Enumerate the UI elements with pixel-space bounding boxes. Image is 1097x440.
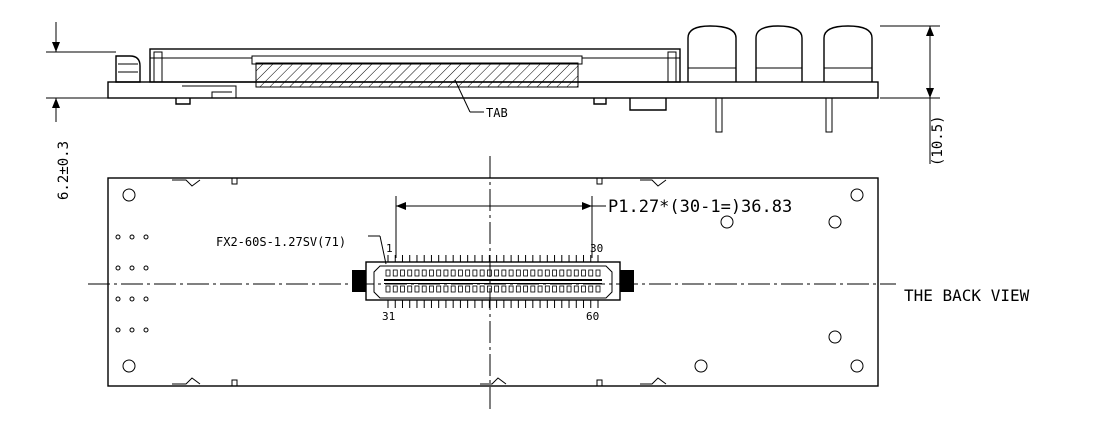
total-height-label: (10.5) xyxy=(930,115,946,166)
pin-pad-top xyxy=(508,269,514,277)
pin-pad-bottom xyxy=(494,285,500,293)
pin-pad-bottom xyxy=(400,285,405,293)
pin-pad-bottom xyxy=(573,285,579,293)
capacitor-1 xyxy=(687,25,737,82)
pin-pad-bottom xyxy=(392,285,398,293)
pin-pad-top xyxy=(501,269,507,277)
board-feet xyxy=(175,85,667,111)
pin-pad-bottom xyxy=(508,285,514,293)
pin-pad-bottom xyxy=(566,285,572,293)
pin-pad-bottom xyxy=(559,285,565,293)
pin-pad-top xyxy=(537,269,543,277)
tab-leader: TAB xyxy=(454,79,508,120)
pitch-dimension: P1.27*(30-1=)36.83 xyxy=(395,196,792,258)
pin-pad-top xyxy=(472,269,478,277)
pin-pad-top xyxy=(414,269,420,277)
contact-rail xyxy=(384,283,602,284)
pin-pad-bottom xyxy=(515,285,521,293)
pin-pad-top xyxy=(429,269,434,277)
pin-pad-top xyxy=(407,269,413,277)
pin-pad-top xyxy=(450,269,456,277)
pin-pad-bottom xyxy=(385,285,391,293)
part-number-label: FX2-60S-1.27SV(71) xyxy=(216,235,346,249)
pin-pad-bottom xyxy=(436,285,442,293)
pin-pad-top xyxy=(421,269,427,277)
pin-pad-top xyxy=(523,269,528,277)
pin-pad-top xyxy=(595,269,601,277)
pin-pad-top xyxy=(559,269,565,277)
pin-pad-top xyxy=(436,269,442,277)
pin-pad-bottom xyxy=(450,285,456,293)
pin-pad-top xyxy=(479,269,485,277)
edge-clips-bottom xyxy=(172,377,667,387)
pin-pad-top xyxy=(588,269,594,277)
pin-pad-top xyxy=(443,269,449,277)
contact-rail xyxy=(384,279,602,281)
pin-pad-bottom xyxy=(581,285,586,293)
pin-pad-bottom xyxy=(552,285,557,293)
pin-pad-top xyxy=(530,269,536,277)
pin-pad-top xyxy=(392,269,398,277)
pin-pad-bottom xyxy=(472,285,478,293)
part-number-leader: FX2-60S-1.27SV(71) xyxy=(216,235,387,265)
pin-pad-bottom xyxy=(458,285,463,293)
height-dimension-label: 6.2±0.3 xyxy=(56,141,72,200)
led-pad-grid xyxy=(115,234,149,333)
pin-pad-bottom xyxy=(523,285,528,293)
led-component xyxy=(115,55,141,83)
capacitor-leads xyxy=(715,97,833,133)
tab-region xyxy=(251,55,583,88)
pin-pad-bottom xyxy=(443,285,449,293)
pin-label-60: 60 xyxy=(586,310,599,323)
pin-label-1: 1 xyxy=(386,242,393,255)
connector-body xyxy=(352,255,634,308)
pin-pad-bottom xyxy=(537,285,543,293)
pin-pad-bottom xyxy=(544,285,550,293)
pin-pad-bottom xyxy=(414,285,420,293)
mounting-holes xyxy=(122,188,864,373)
pin-pad-top xyxy=(581,269,586,277)
pin-pad-bottom xyxy=(501,285,507,293)
back-view: P1.27*(30-1=)36.83 FX2-60S-1.27SV(71) 1 … xyxy=(88,156,1030,412)
pin-pad-top xyxy=(573,269,579,277)
tab-label: TAB xyxy=(486,106,508,120)
pitch-label: P1.27*(30-1=)36.83 xyxy=(608,197,792,217)
pin-pad-bottom xyxy=(588,285,594,293)
capacitor-2 xyxy=(755,25,803,82)
back-view-title: THE BACK VIEW xyxy=(904,286,1030,305)
pin-pad-top xyxy=(486,269,492,277)
pin-pad-top xyxy=(458,269,463,277)
board-outline xyxy=(107,177,879,387)
pin-pad-bottom xyxy=(530,285,536,293)
pin-pad-bottom xyxy=(595,285,601,293)
pin-pad-top xyxy=(385,269,391,277)
pin-rows xyxy=(384,255,602,308)
capacitor-3 xyxy=(823,25,873,82)
pin-label-30: 30 xyxy=(590,242,603,255)
pin-pad-top xyxy=(515,269,521,277)
edge-clips-top xyxy=(172,177,667,187)
pin-pad-top xyxy=(552,269,557,277)
pin-pad-top xyxy=(400,269,405,277)
side-view: TAB 6.2±0.3 xyxy=(46,22,946,200)
pin-pad-bottom xyxy=(486,285,492,293)
total-height-dimension: (10.5) xyxy=(880,25,946,166)
pin-pad-top xyxy=(566,269,572,277)
pin-pad-top xyxy=(544,269,550,277)
pin-pad-top xyxy=(494,269,500,277)
pin-pad-top xyxy=(465,269,471,277)
pin-pad-bottom xyxy=(407,285,413,293)
pin-pad-bottom xyxy=(479,285,485,293)
pin-pad-bottom xyxy=(429,285,434,293)
pin-label-31: 31 xyxy=(382,310,395,323)
pin-pad-bottom xyxy=(465,285,471,293)
height-dimension: 6.2±0.3 xyxy=(46,22,116,200)
pin-pad-bottom xyxy=(421,285,427,293)
